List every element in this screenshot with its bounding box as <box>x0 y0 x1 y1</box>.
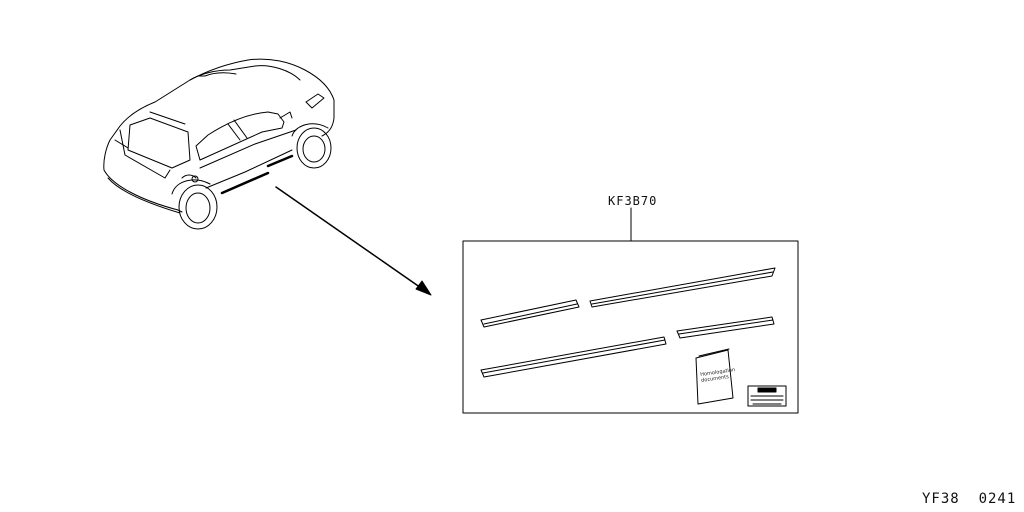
moulding-strip-3 <box>480 336 667 378</box>
part-number-label: KF3B70 <box>608 194 658 208</box>
moulding-strip-1 <box>480 299 580 328</box>
vehicle-illustration <box>103 58 335 230</box>
kit-box <box>462 240 799 414</box>
moulding-strip-2 <box>589 267 776 308</box>
diagram-code-label: YF38 0241 <box>922 491 1017 507</box>
moulding-strip-4 <box>676 316 775 339</box>
document-label <box>747 385 787 407</box>
document-booklet <box>695 348 734 405</box>
callout-arrow <box>275 186 432 296</box>
